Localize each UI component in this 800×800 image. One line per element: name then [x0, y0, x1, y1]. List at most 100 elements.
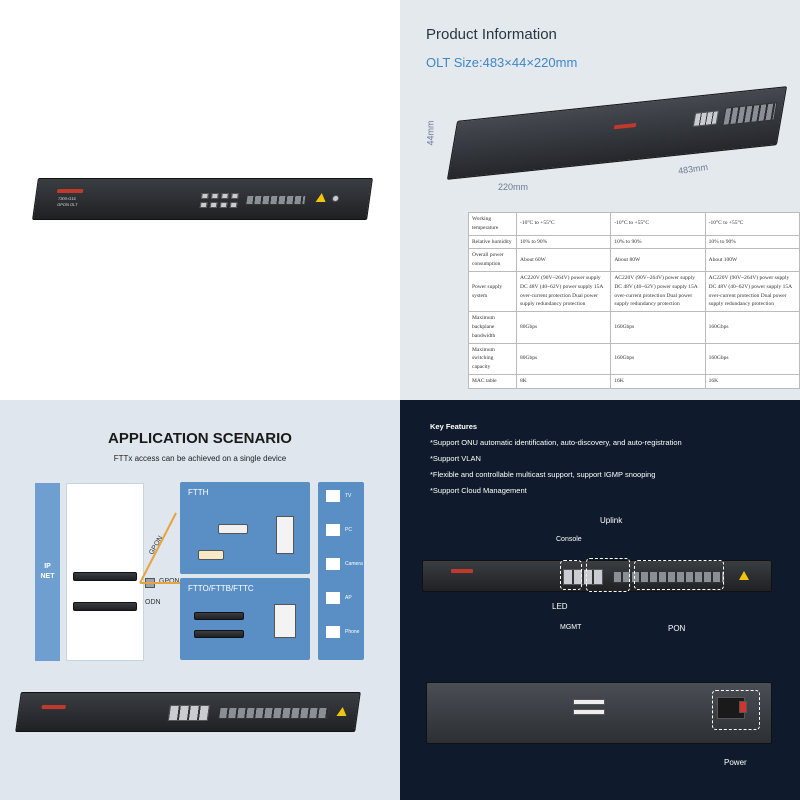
end-device-icon	[326, 592, 340, 604]
spec-value-cell: 160Gbps	[704, 342, 800, 375]
feature-item: *Support Cloud Management	[430, 486, 527, 495]
product-info-title: Product Information	[426, 26, 557, 43]
dim-depth-label: 220mm	[498, 182, 529, 192]
mgmt-label: MGMT	[560, 624, 582, 631]
console-highlight	[560, 560, 582, 590]
onu-icon	[198, 550, 224, 560]
spec-value-cell: 80Gbps	[515, 342, 612, 375]
brand-logo	[41, 705, 66, 709]
spec-value-cell: -10°C to +55°C	[515, 212, 612, 236]
spec-value-cell: -10°C to +55°C	[610, 212, 706, 236]
sfp-port	[218, 707, 330, 719]
key-features-panel: Key Features *Support ONU automatic iden…	[400, 400, 800, 800]
ip-label: IP	[44, 562, 51, 570]
olt-device-icon	[73, 602, 137, 611]
end-device-label: PC	[345, 527, 352, 533]
spec-row: Working temperature-10°C to +55°C-10°C t…	[468, 212, 800, 236]
olt-column	[66, 483, 144, 661]
brand-logo	[56, 189, 84, 193]
olt-device-3d	[446, 86, 788, 180]
rj45-port	[563, 569, 603, 585]
rj45-port	[209, 202, 218, 208]
warning-icon	[739, 571, 749, 580]
dim-height-label: 44mm	[425, 120, 436, 146]
rj45-port	[229, 202, 238, 208]
end-device-label: AP	[345, 595, 352, 601]
olt-device-front: 7300-G16 GPON OLT	[32, 178, 373, 220]
rj45-port	[201, 193, 209, 199]
fttx-panel: FTTO/FTTB/FTTC	[180, 578, 310, 660]
end-device-icon	[326, 626, 340, 638]
odn-label: ODN	[145, 599, 161, 606]
spec-table: Working temperature-10°C to +55°C-10°C t…	[468, 212, 800, 389]
spec-value-cell: AC220V (90V~264V) power supply DC 48V (4…	[704, 270, 800, 313]
application-subtitle: FTTx access can be achieved on a single …	[113, 454, 287, 463]
switch-icon	[194, 630, 244, 638]
spec-value-cell: 80Gbps	[515, 311, 612, 344]
feature-item: *Flexible and controllable multicast sup…	[430, 470, 656, 479]
olt-device-front	[15, 692, 361, 732]
device-type-label: GPON OLT	[56, 202, 78, 207]
uplink-highlight	[586, 558, 630, 592]
spec-label-cell: Overall power consumption	[468, 248, 517, 272]
power-label: Power	[724, 758, 747, 767]
spec-value-cell: 8K	[515, 373, 612, 389]
rj45-port	[231, 193, 239, 199]
serial-label	[573, 709, 605, 715]
spec-label-cell: Working temperature	[468, 212, 517, 236]
spec-label-cell: MAC table	[468, 373, 517, 389]
brand-logo	[451, 569, 473, 573]
uplink-label: Uplink	[600, 516, 623, 525]
spec-value-cell: 10% to 90%	[610, 234, 706, 250]
power-switch-icon	[739, 701, 747, 713]
building-icon	[276, 516, 294, 554]
led-label: LED	[552, 602, 568, 611]
dim-width-label: 483mm	[677, 161, 709, 177]
warning-icon	[315, 193, 327, 202]
spec-label-cell: Maximum backplane bandwidth	[468, 311, 517, 344]
pon-label: PON	[668, 624, 686, 633]
spec-value-cell: 10% to 90%	[704, 234, 800, 250]
spec-label-cell: Power supply system	[468, 270, 517, 313]
rj45-port	[692, 110, 720, 128]
building-icon	[274, 604, 296, 638]
spec-label-cell: Maximum switching capacity	[468, 342, 517, 375]
spec-value-cell: 16K	[610, 373, 706, 389]
spec-value-cell: 160Gbps	[610, 342, 706, 375]
spec-value-cell: AC220V (90V~264V) power supply DC 48V (4…	[515, 270, 612, 313]
rj45-port	[167, 705, 210, 721]
spec-label-cell: Relative humidity	[468, 234, 517, 250]
rj45-port	[219, 202, 228, 208]
application-title: APPLICATION SCENARIO	[108, 430, 292, 447]
fttx-label: FTTO/FTTB/FTTC	[188, 584, 254, 593]
spec-value-cell: 16K	[704, 373, 800, 389]
spec-value-cell: About 100W	[704, 248, 800, 272]
router-icon	[218, 524, 248, 534]
end-device-label: TV	[345, 493, 352, 499]
spec-value-cell: -10°C to +55°C	[704, 212, 800, 236]
end-device-icon	[326, 524, 340, 536]
device-model-label: 7300-G16	[57, 196, 77, 201]
sfp-port	[722, 102, 778, 126]
ftth-panel: FTTH	[180, 482, 310, 574]
ftth-label: FTTH	[188, 488, 209, 497]
end-device-label: Camera	[345, 561, 363, 567]
gpon-fiber-lines	[139, 512, 180, 584]
product-info-panel: Product Information OLT Size:483×44×220m…	[400, 0, 800, 400]
spec-value-cell: 10% to 90%	[515, 234, 612, 250]
key-features-heading: Key Features	[430, 422, 478, 431]
sfp-port	[245, 195, 307, 205]
olt-device-icon	[73, 572, 137, 581]
end-device-label: Phone	[345, 629, 360, 635]
pon-highlight	[634, 560, 724, 590]
console-label: Console	[556, 536, 582, 543]
end-device-icon	[326, 490, 340, 502]
rj45-port	[211, 193, 219, 199]
